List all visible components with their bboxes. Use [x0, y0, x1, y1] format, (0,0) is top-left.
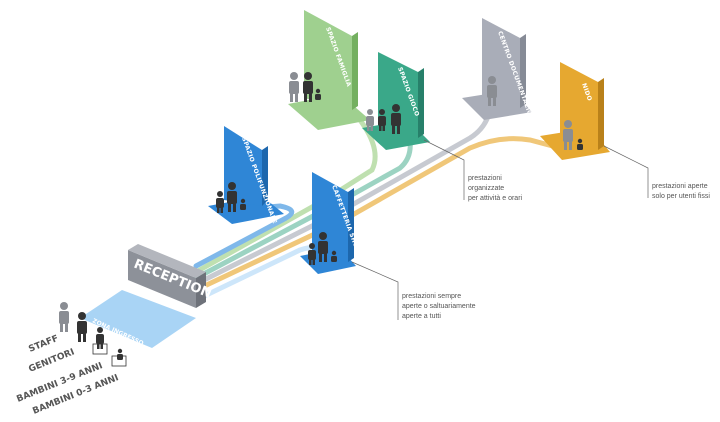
reception-top	[128, 244, 206, 278]
note-organizzate-line-3: per attività e orari	[468, 195, 523, 202]
ribbon-famiglia	[193, 117, 378, 275]
ribbon-polifunzionale	[193, 203, 295, 269]
room-nido: NIDO	[540, 62, 610, 160]
leader-utenti-fissi	[603, 145, 649, 198]
legend-box-0-3	[111, 355, 127, 367]
flow-ribbons	[193, 107, 563, 303]
centro-edge	[520, 34, 526, 108]
leader-organizzate	[423, 139, 465, 200]
caffetteria-wall	[312, 172, 348, 262]
entry-floor	[80, 290, 196, 348]
room-caffetteria-shop: CAFFETTERIA SHOP	[300, 172, 361, 274]
note-utenti-fissi-line-1: prestazioni aperte	[652, 183, 708, 190]
legend-figures	[59, 302, 127, 367]
note-utenti-fissi: prestazioni aperte solo per utenti fissi	[652, 183, 710, 200]
polifunzionale-edge	[262, 146, 268, 206]
legend-staff: STAFF	[27, 334, 60, 355]
note-utenti-fissi-line-2: solo per utenti fissi	[652, 193, 710, 200]
note-organizzate-line-2: organizzate	[468, 185, 504, 192]
gioco-edge	[418, 68, 424, 138]
leader-sempre-aperte	[351, 261, 399, 320]
nido-wall	[560, 62, 598, 150]
note-organizzate: prestazioni organizzate per attività e o…	[468, 175, 523, 202]
legend-labels: STAFF GENITORI BAMBINI 3-9 ANNI BAMBINI …	[15, 334, 120, 417]
famiglia-edge	[352, 32, 358, 110]
nido-edge	[598, 78, 604, 150]
note-sempre-aperte: prestazioni sempre aperte o saltuariamen…	[402, 293, 476, 320]
note-sempre-aperte-line-3: aperte a tutti	[402, 313, 441, 320]
ribbon-nido	[193, 136, 563, 293]
leader-lines	[351, 139, 649, 320]
room-spazio-gioco: SPAZIO GIOCO	[362, 52, 430, 150]
famiglia-wall	[304, 10, 352, 110]
note-sempre-aperte-line-2: aperte o saltuariamente	[402, 303, 476, 310]
room-centro-documentazione: CENTRO DOCUMENTAZIONE	[462, 18, 537, 126]
room-spazio-famiglia: SPAZIO FAMIGLIA	[288, 10, 370, 130]
caffetteria-edge	[348, 188, 354, 262]
reception-side	[196, 272, 206, 308]
gioco-wall	[378, 52, 418, 138]
reception-front	[128, 250, 196, 308]
note-organizzate-line-1: prestazioni	[468, 175, 502, 182]
note-sempre-aperte-line-1: prestazioni sempre	[402, 293, 461, 300]
legend-box-3-9	[92, 343, 108, 355]
